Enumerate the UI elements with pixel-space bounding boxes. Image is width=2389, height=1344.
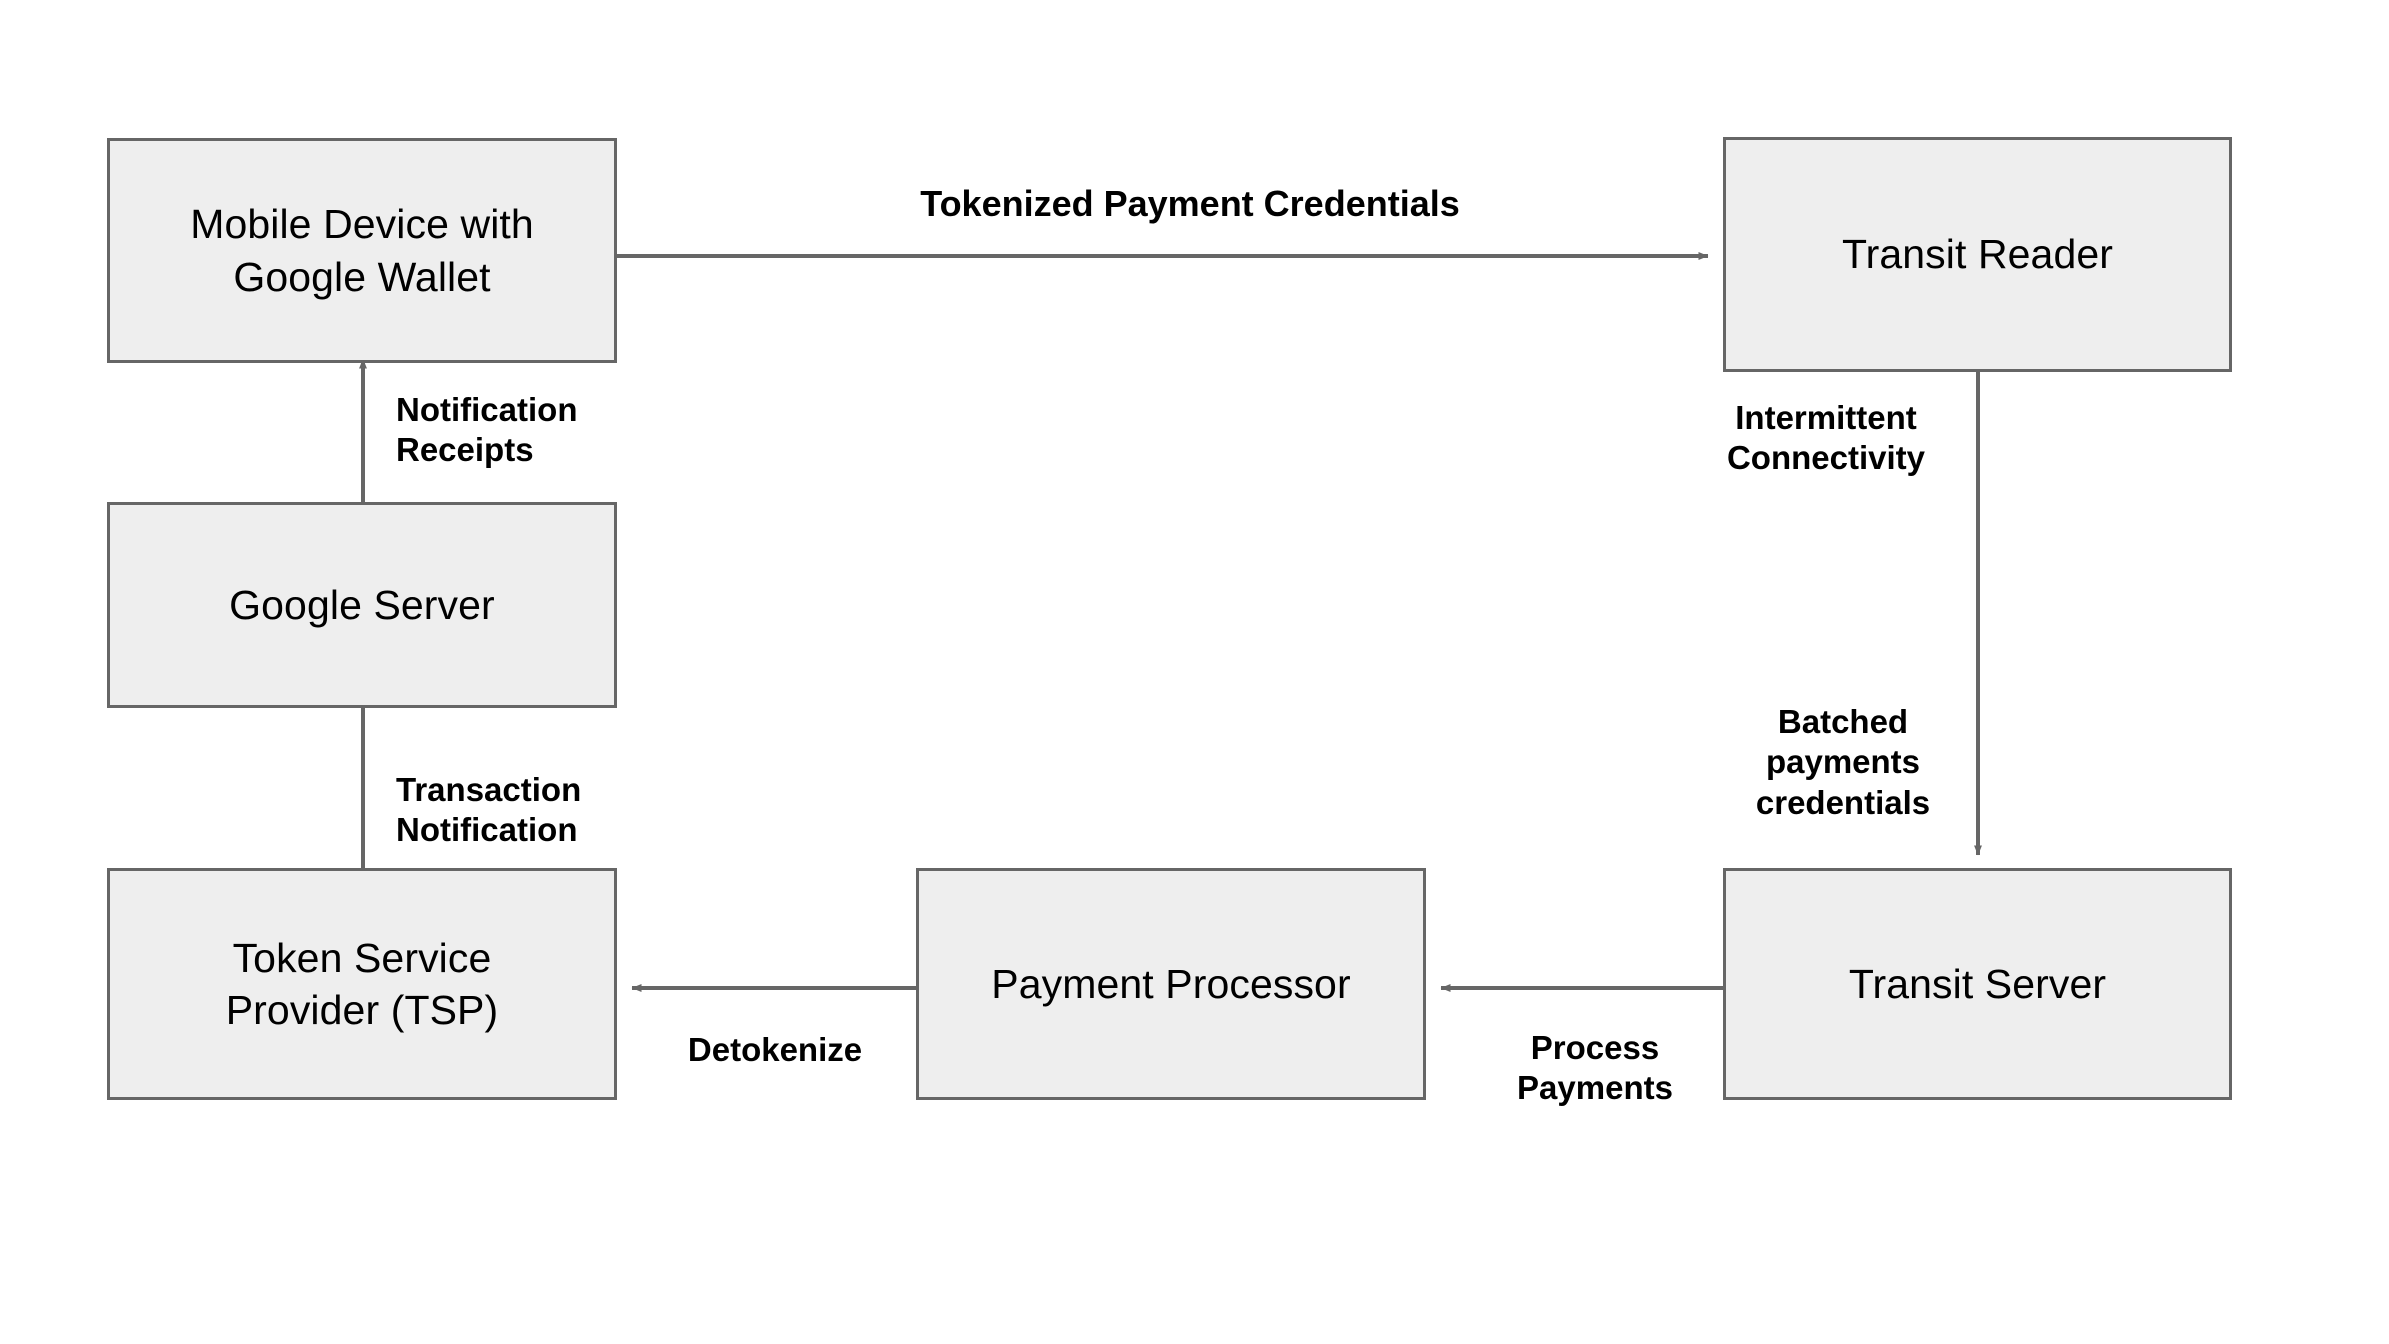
edge-label-batched-payments-credentials: Batched payments credentials xyxy=(1755,703,1931,821)
edge-label-detokenize: Detokenize xyxy=(687,1031,863,1068)
node-payment-processor[interactable]: Payment Processor xyxy=(916,868,1426,1100)
node-payment-processor-label: Payment Processor xyxy=(991,960,1351,1007)
node-google-server[interactable]: Google Server xyxy=(107,502,617,708)
node-token-service-provider[interactable]: Token Service Provider (TSP) xyxy=(107,868,617,1100)
edge-label-transaction-notification: Transaction Notification xyxy=(396,771,582,849)
node-mobile-device[interactable]: Mobile Device with Google Wallet xyxy=(107,138,617,363)
edge-label-notification-receipts: Notification Receipts xyxy=(396,391,578,469)
node-google-server-label: Google Server xyxy=(229,581,495,628)
node-transit-reader-label: Transit Reader xyxy=(1841,231,2114,278)
edge-label-tokenized-payment-credentials: Tokenized Payment Credentials xyxy=(920,183,1460,224)
edge-label-process-payments: Process Payments xyxy=(1517,1029,1673,1107)
node-mobile-device-label: Mobile Device with Google Wallet xyxy=(190,201,534,300)
node-token-service-provider-label: Token Service Provider (TSP) xyxy=(225,934,499,1033)
node-transit-server[interactable]: Transit Server xyxy=(1723,868,2232,1100)
node-transit-server-label: Transit Server xyxy=(1848,960,2107,1007)
edge-label-intermittent-connectivity: Intermittent Connectivity xyxy=(1726,399,1926,477)
node-transit-reader[interactable]: Transit Reader xyxy=(1723,137,2232,372)
